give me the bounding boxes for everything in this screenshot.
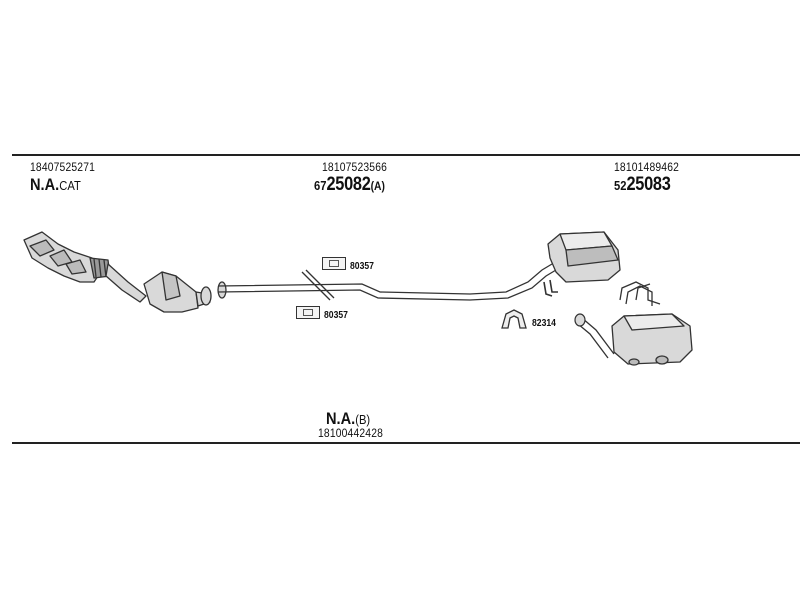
top-rule (12, 154, 800, 156)
rear-part-code: 5225083 (614, 174, 671, 196)
callout-label-3: 82314 (532, 318, 556, 329)
catalytic-converter (143, 271, 211, 313)
bottom-part-number: 18100442428 (318, 426, 384, 440)
middle-flange (217, 281, 227, 299)
rear-code-prefix: 52 (614, 178, 627, 193)
hanger-tag-icon-1 (322, 257, 346, 270)
front-part-name-bold: N.A. (30, 175, 60, 194)
bottom-part-name: N.A.(B) (326, 409, 370, 429)
middle-part-number: 18107523566 (322, 160, 388, 174)
tailpipe-end (574, 313, 586, 327)
middle-part-code: 6725082(A) (314, 174, 385, 196)
front-part-name: N.A.CAT (30, 175, 81, 195)
callout-label-2: 80357 (324, 310, 348, 321)
front-part-name-suffix: CAT (59, 178, 81, 193)
hanger-tag-icon-2 (296, 306, 320, 319)
front-part-number: 18407525271 (30, 160, 96, 174)
rear-code-main: 25083 (626, 174, 671, 195)
middle-code-prefix: 67 (314, 178, 327, 193)
front-pipe (105, 263, 147, 303)
middle-code-main: 25082 (326, 174, 371, 195)
bottom-part-name-suffix: (B) (355, 412, 371, 427)
rear-pipes (577, 281, 661, 359)
middle-silencer (547, 231, 621, 283)
bottom-rule (12, 442, 800, 444)
callout-label-1: 80357 (350, 261, 374, 272)
middle-code-suffix: (A) (370, 179, 385, 193)
exhaust-manifold (23, 231, 103, 283)
clamp-82314-icon (501, 309, 527, 329)
rear-part-number: 18101489462 (614, 160, 680, 174)
middle-pipe (217, 263, 558, 301)
bottom-part-name-bold: N.A. (326, 409, 356, 428)
rear-silencer (611, 313, 693, 366)
front-flange (200, 286, 212, 306)
